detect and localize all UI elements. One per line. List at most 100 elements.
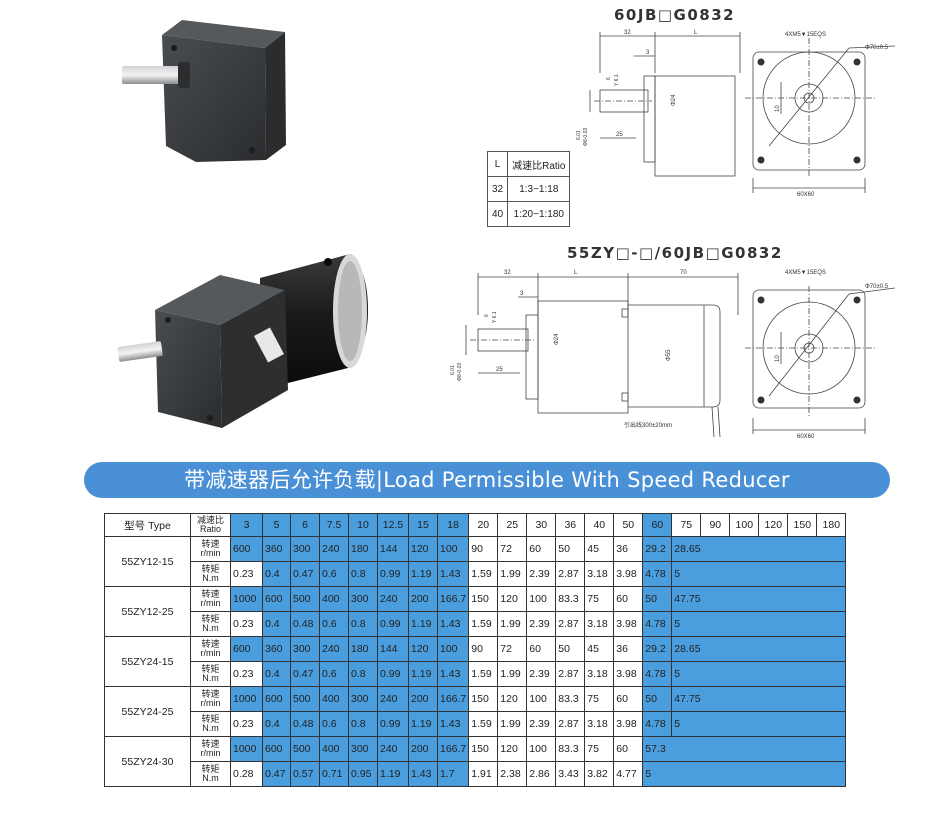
torque-cell: 1.19 <box>408 561 438 587</box>
speed-cell: 600 <box>262 686 291 712</box>
speed-cell: 1000 <box>230 686 263 712</box>
dim-thread: 4XM5▼15EQS <box>785 270 826 276</box>
gearbox-photo <box>122 20 286 162</box>
speed-unit-line: r/min <box>200 698 221 708</box>
speed-cell: 29.2 <box>642 636 673 662</box>
torque-cell: 0.47 <box>290 561 320 587</box>
length-ratio-table: L 减速比Ratio 32 1:3~1:18 40 1:20~1:180 <box>486 151 571 227</box>
ratio-header-cell: 20 <box>468 513 499 537</box>
dim-L: L <box>574 270 578 276</box>
torque-unit-line: N.m <box>202 723 219 733</box>
torque-unit-line: N.m <box>202 573 219 583</box>
lead-wire-label: 引出线300±20mm <box>624 421 672 429</box>
ratio-header-cell: 150 <box>787 513 818 537</box>
torque-unit-line: N.m <box>202 623 219 633</box>
speed-cell: 60 <box>613 586 644 612</box>
torque-cell: 1.43 <box>408 761 438 787</box>
speed-cell: 166.7 <box>436 736 470 762</box>
speed-cell: 150 <box>468 736 499 762</box>
speed-cell: 200 <box>408 736 438 762</box>
model-name: 55ZY24-25 <box>104 686 191 737</box>
speed-unit-line: 转速 <box>201 539 220 549</box>
speed-cell: 120 <box>408 636 438 662</box>
drawing-bottom-side-view: 32 L 70 3 25 Φ24 Φ55 6 Y 6.1 6.01 Φ8-0.0… <box>450 270 739 438</box>
speed-cell: 60 <box>613 686 644 712</box>
torque-cell: 0.47 <box>262 761 291 787</box>
speed-cell: 29.2 <box>642 536 673 562</box>
speed-cell: 400 <box>319 586 349 612</box>
speed-cell: 180 <box>348 536 378 562</box>
torque-cell: 0.23 <box>230 661 263 687</box>
dim-6: 6 <box>606 77 612 80</box>
ratio-header-cell: 60 <box>642 513 673 537</box>
torque-cell: 2.39 <box>526 611 557 637</box>
speed-cell: 600 <box>230 536 263 562</box>
torque-cell: 0.99 <box>377 661 409 687</box>
speed-cell: 300 <box>290 536 320 562</box>
torque-cell: 1.59 <box>468 711 499 737</box>
speed-cell: 240 <box>319 636 349 662</box>
dim-6-01: 6.01 <box>576 130 582 140</box>
torque-cell: 1.99 <box>497 611 528 637</box>
dim-6-01: 6.01 <box>450 365 456 375</box>
torque-cell: 0.23 <box>230 711 263 737</box>
ratio-header-cell: 36 <box>555 513 586 537</box>
drawing-bottom-front-view: 4XM5▼15EQS Φ70±0.5 10 60X60 <box>745 270 896 440</box>
torque-unit-line: 转矩 <box>201 764 220 774</box>
speed-cell: 144 <box>377 636 409 662</box>
torque-cell: 0.4 <box>262 711 291 737</box>
dim-3: 3 <box>646 50 650 56</box>
torque-cell: 2.38 <box>497 761 528 787</box>
speed-cell: 45 <box>584 536 615 562</box>
speed-unit-line: r/min <box>200 548 221 558</box>
torque-cell: 0.99 <box>377 561 409 587</box>
speed-cell: 83.3 <box>555 736 586 762</box>
speed-cell: 60 <box>526 636 557 662</box>
dim-60x60: 60X60 <box>797 434 815 440</box>
speed-cell: 120 <box>408 536 438 562</box>
torque-cell: 3.18 <box>584 561 615 587</box>
speed-cell: 36 <box>613 536 644 562</box>
speed-cell: 360 <box>262 636 291 662</box>
torque-merged-cell: 5 <box>671 611 847 637</box>
ratio-header-cell: 3 <box>230 513 263 537</box>
speed-merged-cell: 47.75 <box>671 686 847 712</box>
ratio-row-L: 40 <box>486 201 509 227</box>
torque-cell: 4.78 <box>642 561 673 587</box>
ratio-header-line: Ratio <box>199 524 221 534</box>
torque-cell: 0.8 <box>348 661 378 687</box>
speed-cell: 1000 <box>230 736 263 762</box>
speed-cell: 45 <box>584 636 615 662</box>
torque-cell: 2.87 <box>555 661 586 687</box>
speed-cell: 72 <box>497 636 528 662</box>
ratio-header-cell: 25 <box>497 513 528 537</box>
dim-6-1: Y 6.1 <box>492 311 498 323</box>
torque-cell: 1.99 <box>497 661 528 687</box>
drawing-top-side-view: 32 L 3 25 Φ24 6 Y 6.1 6.01 Φ8-0.03 <box>576 30 741 177</box>
ratio-header-L: L <box>486 151 509 177</box>
speed-cell: 50 <box>642 586 673 612</box>
torque-cell: 3.98 <box>613 561 644 587</box>
torque-cell: 2.39 <box>526 661 557 687</box>
torque-cell: 3.98 <box>613 661 644 687</box>
torque-cell: 1.43 <box>436 561 470 587</box>
torque-cell: 2.87 <box>555 711 586 737</box>
speed-cell: 75 <box>584 686 615 712</box>
dim-10: 10 <box>775 355 781 362</box>
torque-unit-line: 转矩 <box>201 714 220 724</box>
ratio-header-cell: 18 <box>436 513 470 537</box>
speed-cell: 400 <box>319 736 349 762</box>
torque-cell: 1.99 <box>497 711 528 737</box>
speed-unit-line: r/min <box>200 748 221 758</box>
ratio-header-cell: 180 <box>816 513 847 537</box>
drawing-bottom-title: 55ZY□-□/60JB□G0832 <box>567 244 783 262</box>
dim-phi24: Φ24 <box>554 333 560 345</box>
torque-cell: 0.99 <box>377 711 409 737</box>
